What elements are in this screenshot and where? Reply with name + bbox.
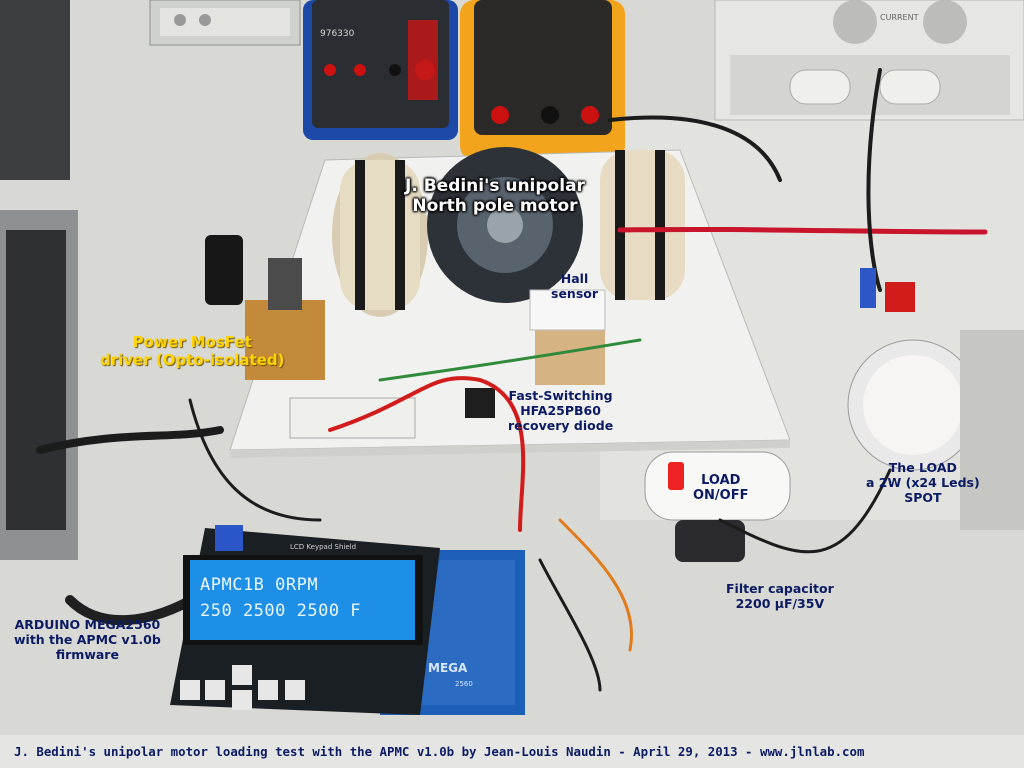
photo-caption: J. Bedini's unipolar motor loading test … [14, 744, 865, 759]
lcd-display: APMC1B 0RPM 250 2500 2500 F [200, 572, 410, 624]
left-coil [332, 153, 428, 317]
led-spot [847, 339, 979, 471]
mega-logo: MEGA [428, 661, 468, 675]
motor-label: J. Bedini's unipolar North pole motor [405, 176, 585, 217]
mosfet-driver-board [205, 235, 325, 380]
laptop [0, 0, 78, 560]
diode-label: Fast-Switching HFA25PB60 recovery diode [508, 388, 614, 433]
wires [36, 68, 988, 692]
load-switch-label: LOAD ON/OFF [693, 473, 749, 504]
multimeter-model: 976330 [320, 29, 355, 39]
blue-plug [860, 268, 876, 308]
load-switch-toggle [668, 462, 684, 490]
right-coil [600, 150, 685, 300]
mosfet-driver-label: Power MosFet driver (Opto-isolated) [100, 333, 285, 369]
rotor [427, 147, 583, 303]
filter-capacitor-label: Filter capacitor 2200 µF/35V [726, 581, 834, 611]
lcd-line-1: APMC1B 0RPM [200, 575, 319, 595]
current-knob-label: CURRENT [880, 13, 919, 22]
mega-model: 2560 [455, 680, 473, 688]
filter-capacitor [675, 520, 745, 562]
lcd-keypad-shield: LCD Keypad Shield [170, 525, 440, 715]
load-label: The LOAD a 2W (x24 Leds) SPOT [866, 460, 980, 505]
diode-package [465, 388, 495, 418]
multimeter-yellow [460, 0, 625, 160]
multimeter-blue: 976330 [303, 0, 458, 140]
caption-strip [0, 735, 1024, 768]
lcd-line-2: 250 2500 2500 F [200, 601, 362, 621]
hall-sensor-label: Hall sensor [551, 271, 599, 301]
hall-sensor-block [529, 289, 606, 385]
arduino-label: ARDUINO MEGA2560 with the APMC v1.0b fir… [14, 617, 161, 662]
shield-label: LCD Keypad Shield [290, 543, 356, 551]
bench-instrument-left [149, 0, 301, 46]
red-plug [885, 282, 915, 312]
spot-holder [960, 330, 1024, 530]
power-supply: CURRENT [714, 0, 1024, 121]
